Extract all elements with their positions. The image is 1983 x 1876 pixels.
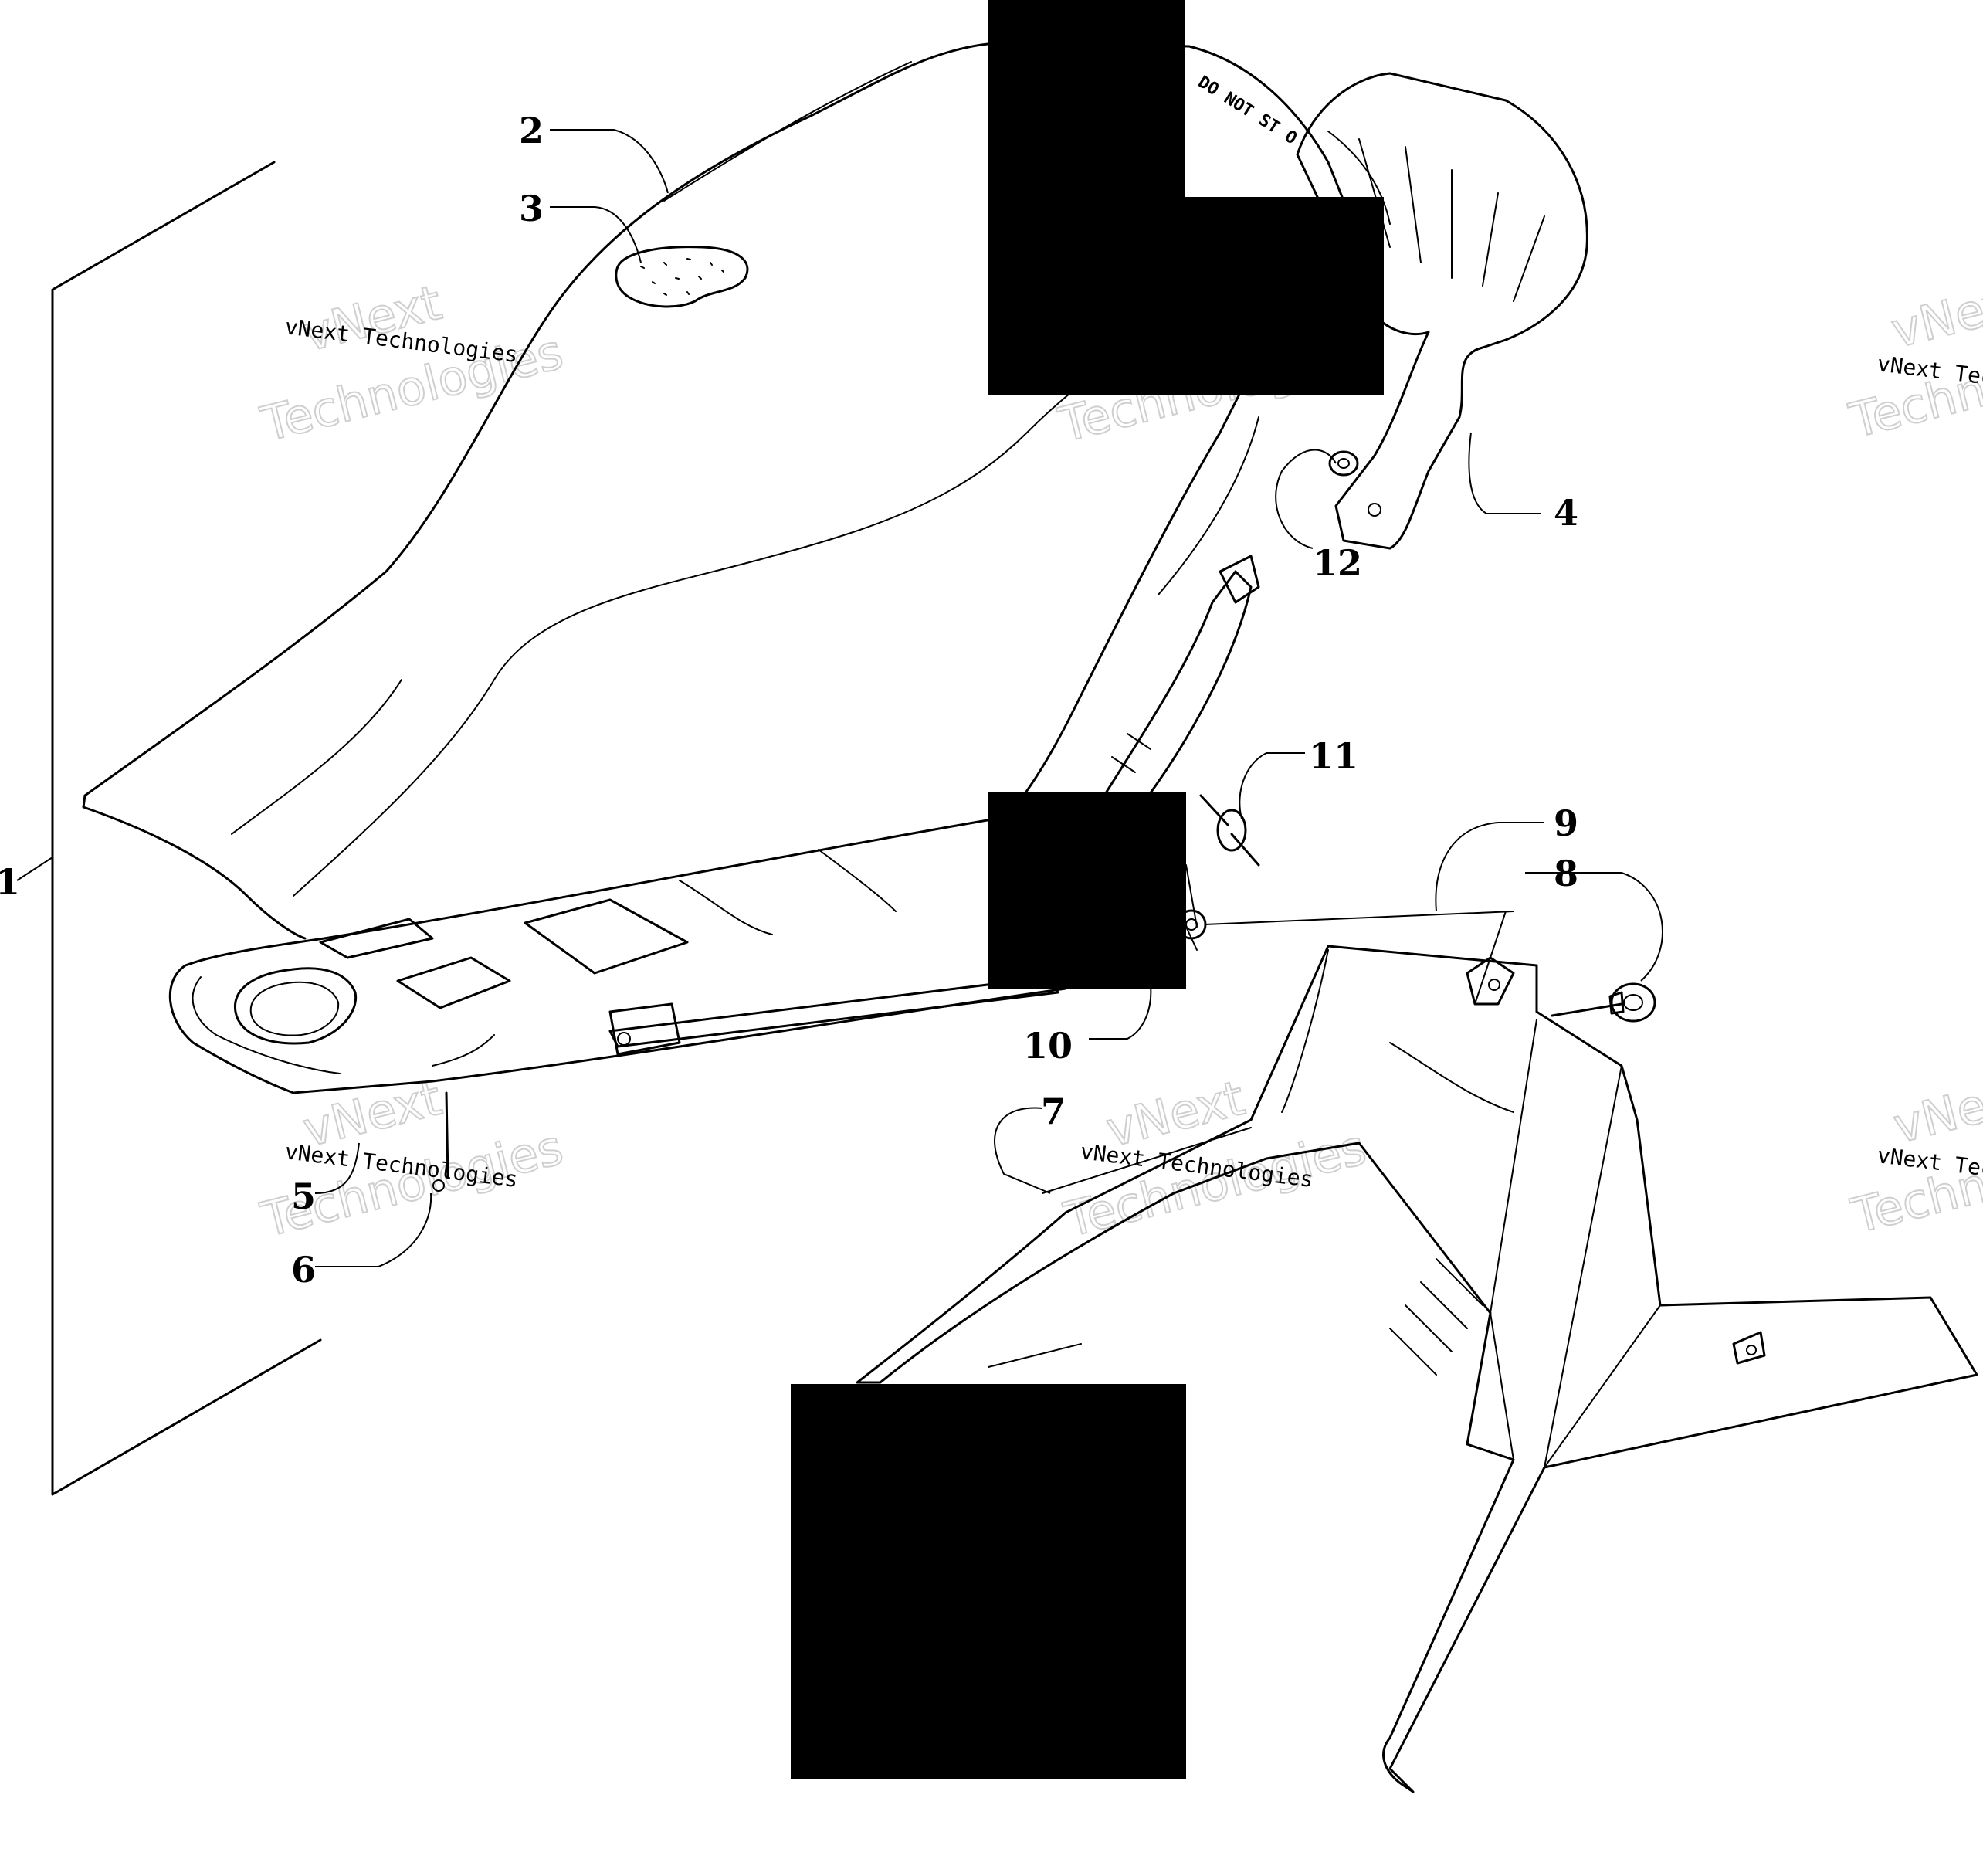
callout-labels: 1 2 3 4 5 6 7 8 9 10 11 12 [0,110,1578,1291]
callout-12: 12 [1313,542,1362,584]
rear-bracket-item-4 [1296,72,1588,550]
rear-body-panel-item-7 [856,945,1978,1793]
seat-latch-bracket [1103,570,1253,805]
callout-3: 3 [519,188,544,229]
callout-1: 1 [0,861,20,903]
callout-6: 6 [291,1249,316,1291]
seat-patch-item-3 [615,246,749,308]
watermark-big-top: vNext [1888,1066,1983,1155]
washer-item-12 [1328,450,1359,477]
callout-7: 7 [1041,1091,1066,1132]
callout-10: 10 [1023,1025,1073,1067]
leader-lines [314,129,1663,1267]
callout-4: 4 [1554,492,1578,534]
callout-8: 8 [1554,853,1578,894]
callout-9: 9 [1554,802,1578,844]
push-pin-item-11 [1199,794,1260,867]
seat-pan-edge-detail [1185,864,1198,951]
seat-imprint-text: DO NOT ST O [1195,73,1300,148]
redaction-blocks [791,0,1384,1779]
callout-11: 11 [1309,735,1358,777]
redaction-block-top [988,0,1384,395]
assembly-bracket [16,161,322,1496]
callout-5: 5 [291,1175,316,1217]
latch-pin-item-8 [1551,982,1656,1023]
hardware-items-5-6 [432,1091,449,1192]
callout-2: 2 [519,110,544,151]
redaction-block-middle [988,792,1186,989]
redaction-block-bottom [791,1384,1186,1779]
watermark-big-top: vNext [1886,270,1983,359]
